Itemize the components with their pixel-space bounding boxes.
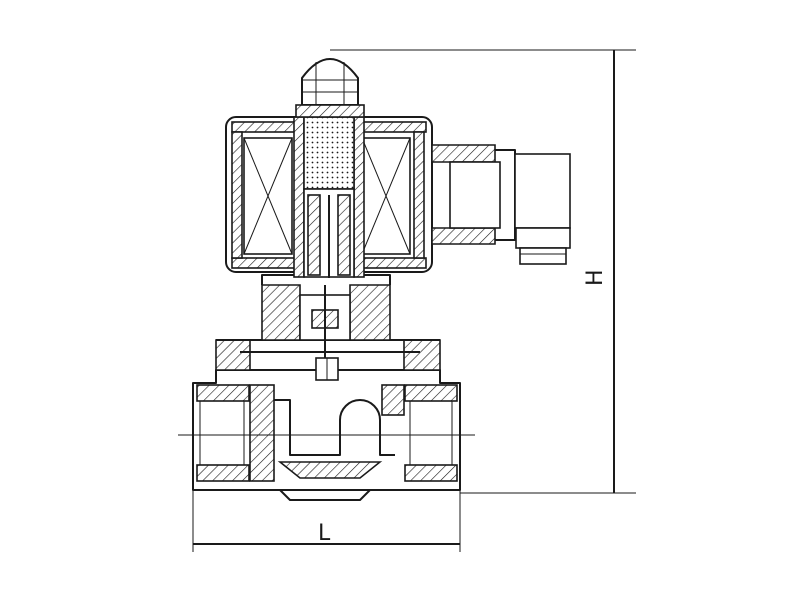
plunger-tube bbox=[293, 116, 365, 278]
cable-connector bbox=[431, 144, 571, 265]
dimension-length bbox=[192, 490, 461, 552]
valve-bonnet bbox=[215, 274, 441, 371]
dimension-height bbox=[330, 49, 636, 494]
valve-body bbox=[192, 357, 461, 501]
height-label: H bbox=[583, 269, 608, 286]
top-nut bbox=[295, 58, 365, 118]
length-label: L bbox=[318, 521, 331, 546]
